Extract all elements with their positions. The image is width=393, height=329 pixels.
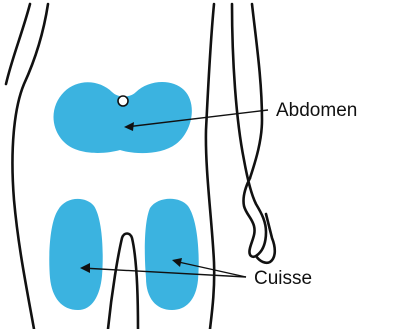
left-thigh-injection-zone [49, 199, 102, 310]
right-thigh-injection-zone [145, 199, 199, 310]
cuisse-label: Cuisse [254, 268, 312, 289]
abdomen-label: Abdomen [276, 100, 357, 121]
navel-icon [118, 96, 128, 106]
